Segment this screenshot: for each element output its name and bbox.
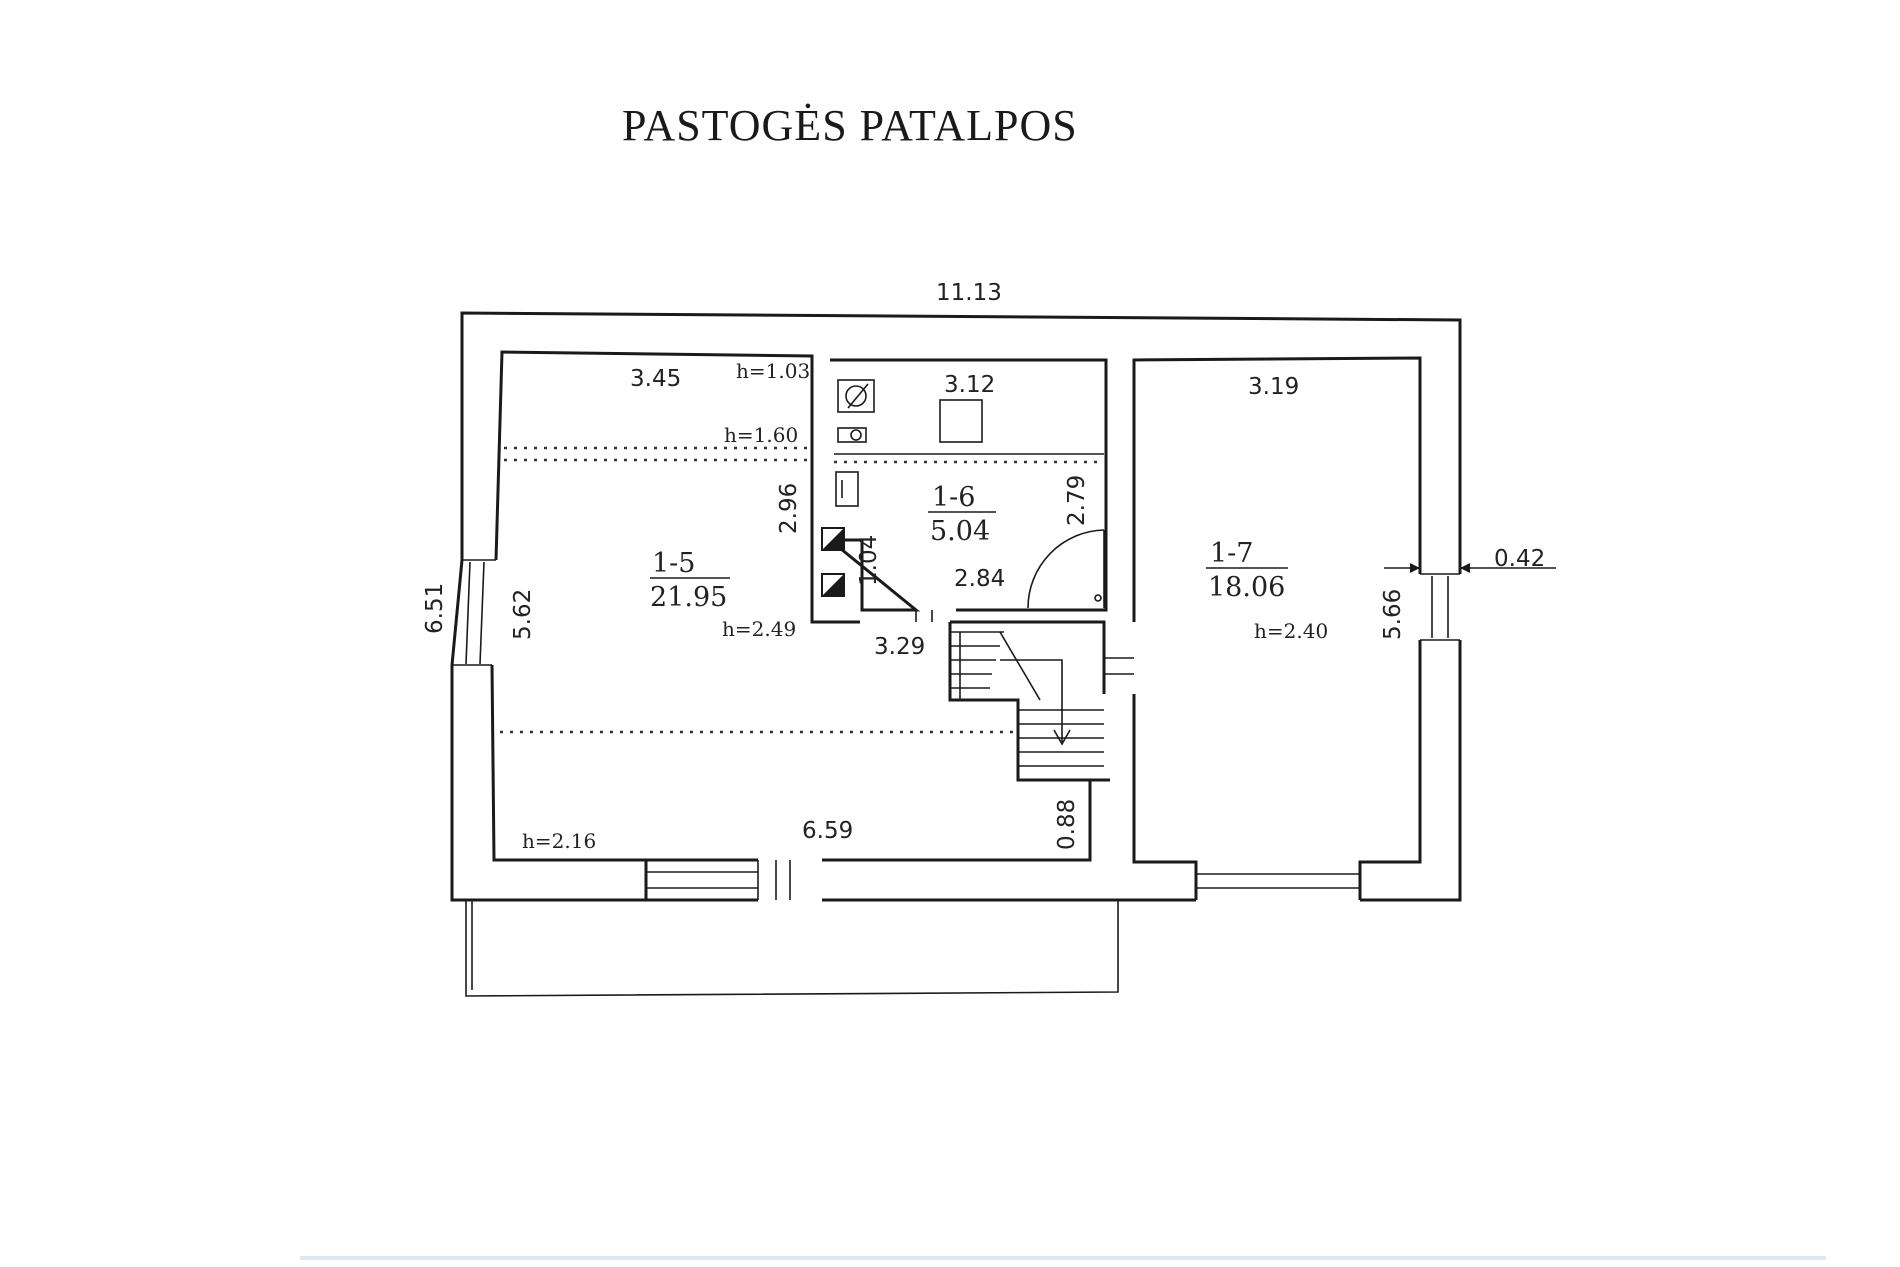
dim-total-depth: 6.51	[422, 583, 448, 634]
dim-total-width: 11.13	[936, 280, 1002, 306]
room-1-7-walls	[1132, 356, 1422, 900]
window-bottom-right	[1196, 873, 1360, 889]
dim-r5-bottom: 6.59	[802, 818, 853, 844]
dim-r6-notch: 1.04	[856, 535, 882, 586]
room-1-6-walls	[825, 358, 1108, 612]
room-label-1-6: 1-6 5.04	[928, 482, 996, 547]
height-label: h=2.49	[722, 617, 796, 641]
window-right	[1420, 573, 1460, 641]
height-label: h=2.16	[522, 829, 596, 853]
room-area: 21.95	[650, 582, 727, 613]
room-id: 1-7	[1210, 538, 1253, 569]
thickness-arrow	[1384, 563, 1556, 573]
room-id: 1-6	[932, 482, 975, 513]
room-1-5-walls	[490, 350, 1110, 900]
height-label: h=2.40	[1254, 619, 1328, 643]
window-bottom-left	[646, 860, 791, 900]
dim-r6-bottom: 2.84	[954, 566, 1005, 592]
door-swing	[1027, 529, 1105, 609]
stair	[948, 622, 1110, 782]
dim-r6-top: 3.12	[944, 372, 995, 398]
dim-r5-top: 3.45	[630, 366, 681, 392]
dim-r5-notch: 3.29	[874, 634, 925, 660]
dim-r7-side: 5.66	[1380, 589, 1406, 640]
window-left	[452, 559, 496, 666]
room-id: 1-5	[652, 548, 695, 579]
plan-title: PASTOGĖS PATALPOS	[622, 101, 1078, 150]
bath-fixtures	[821, 379, 983, 597]
balcony	[465, 900, 1119, 997]
room-area: 18.06	[1208, 572, 1285, 603]
room-label-1-7: 1-7 18.06	[1206, 538, 1288, 603]
height-label: h=1.60	[724, 423, 798, 447]
height-label: h=1.03	[736, 359, 810, 383]
dim-r7-top: 3.19	[1248, 374, 1299, 400]
dim-r5-inner: 2.96	[776, 483, 802, 534]
outer-wall	[450, 311, 1462, 902]
height-lines	[500, 446, 1104, 734]
dim-stair-gap: 0.88	[1054, 799, 1080, 850]
room-label-1-5: 1-5 21.95	[650, 548, 730, 613]
page-divider	[300, 1256, 1826, 1260]
dim-r6-side: 2.79	[1064, 475, 1090, 526]
dim-wall-thickness: 0.42	[1494, 546, 1545, 572]
dim-r5-side: 5.62	[510, 589, 536, 640]
room-area: 5.04	[930, 516, 990, 547]
door-opening	[915, 610, 1134, 675]
